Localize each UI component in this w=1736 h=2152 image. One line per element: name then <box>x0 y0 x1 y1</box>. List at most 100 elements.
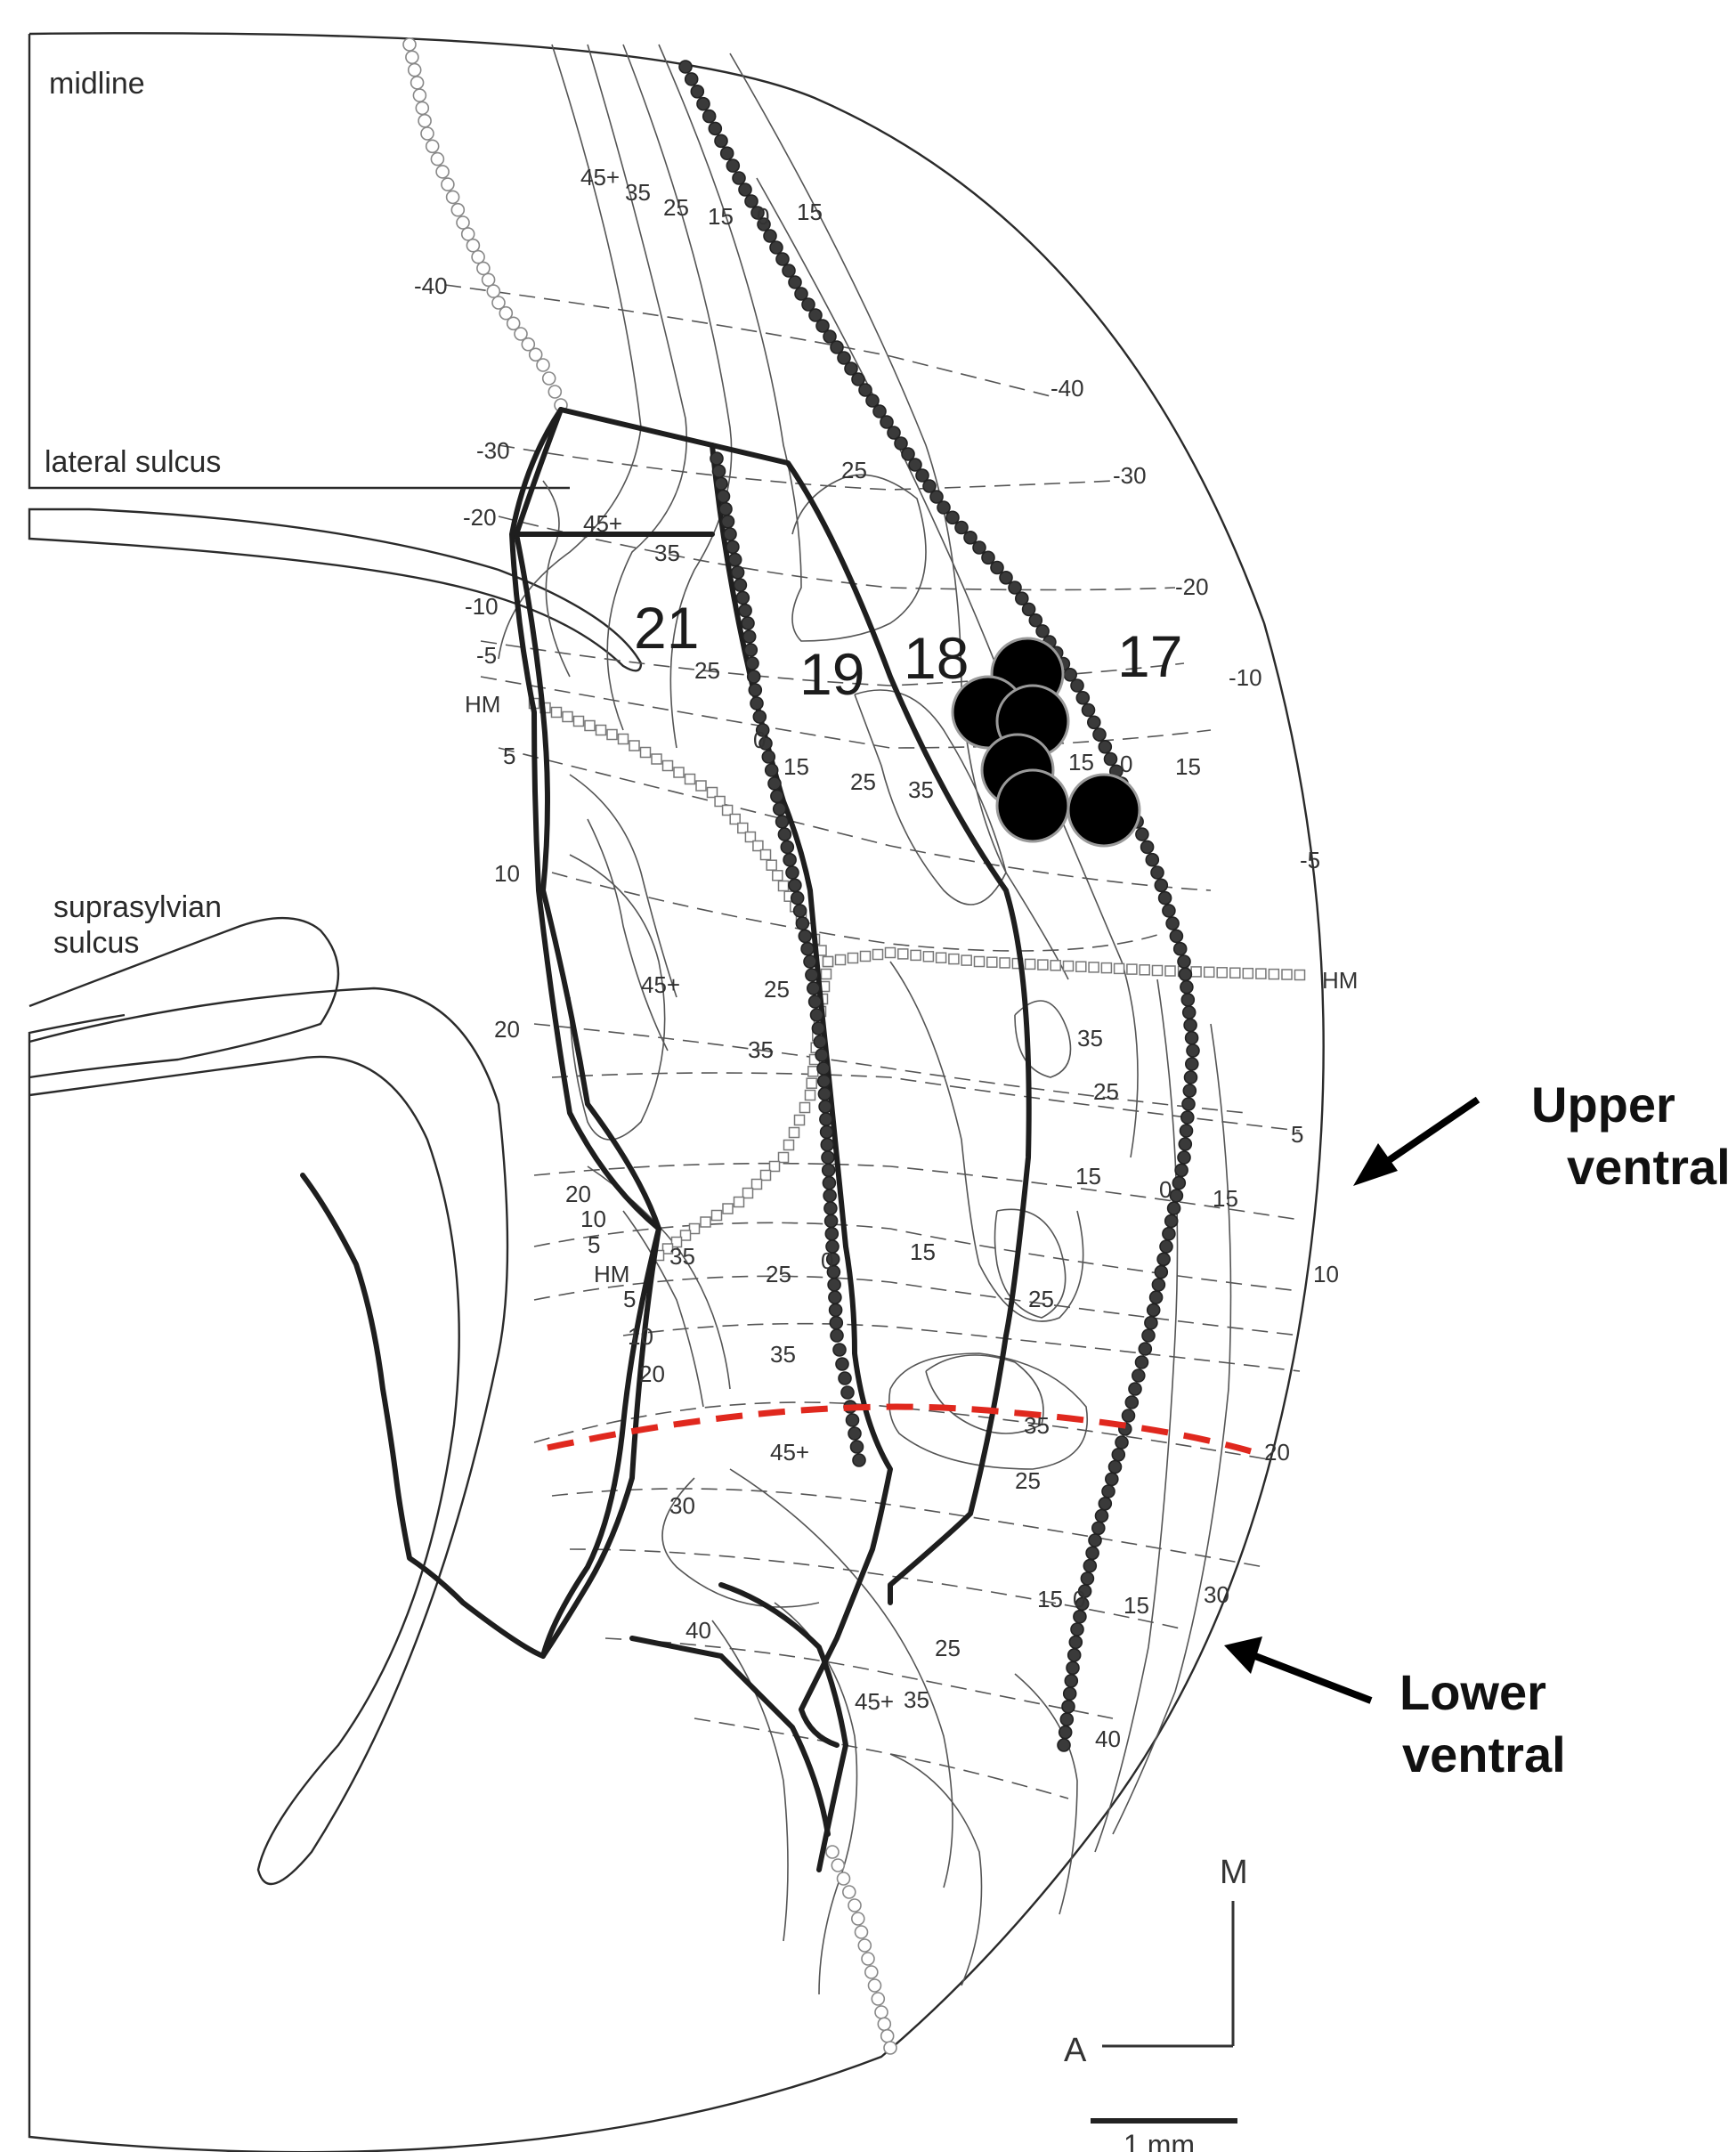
filled-dot <box>714 134 728 149</box>
filled-dot <box>696 96 710 111</box>
meridian-square <box>706 786 718 799</box>
azi-label: 15 <box>1124 1592 1149 1619</box>
meridian-square <box>661 1243 674 1255</box>
open-dot <box>481 272 496 288</box>
meridian-square <box>1100 962 1113 974</box>
azi-label: 0 <box>1073 1586 1085 1612</box>
filled-dot <box>782 264 796 278</box>
open-dot <box>402 37 417 52</box>
open-dot <box>415 101 430 116</box>
meridian-square <box>733 1196 745 1208</box>
filled-dot <box>915 468 929 483</box>
elev-label: 5 <box>588 1231 600 1258</box>
meridian-square <box>629 740 640 751</box>
meridian-square <box>1050 960 1061 971</box>
filled-dot <box>929 490 944 504</box>
filled-dot <box>816 1074 831 1089</box>
filled-dot <box>1135 827 1149 841</box>
open-dot <box>541 371 556 386</box>
open-dot <box>514 327 528 341</box>
elev-label: 10 <box>628 1323 653 1350</box>
filled-dot <box>755 723 770 737</box>
open-dot <box>499 305 514 321</box>
filled-dot <box>1132 1368 1146 1383</box>
filled-dot <box>1063 667 1077 682</box>
filled-dot <box>1087 715 1101 730</box>
filled-dot <box>963 530 978 545</box>
filled-dot <box>1183 1070 1198 1084</box>
elev-label: 5 <box>1291 1121 1303 1148</box>
meridian-square <box>872 948 884 961</box>
azi-label: 45+ <box>855 1688 894 1715</box>
filled-dot <box>972 540 986 555</box>
meridian-square <box>961 954 972 966</box>
elev-label: -5 <box>1300 847 1320 873</box>
elev-label: -40 <box>414 272 448 299</box>
filled-dot <box>746 670 761 684</box>
open-dot <box>861 1952 875 1966</box>
open-dot-boundary-lower <box>825 1845 897 2055</box>
elev-label: 10 <box>580 1206 606 1232</box>
open-dot <box>864 1965 879 1979</box>
meridian-square <box>948 953 960 965</box>
filled-dot <box>1164 1214 1179 1229</box>
elev-label: 20 <box>639 1360 665 1387</box>
filled-dot <box>690 85 705 99</box>
filled-dot <box>824 1226 840 1241</box>
elev-label: -30 <box>1113 462 1147 489</box>
meridian-square <box>788 1126 800 1139</box>
filled-dot <box>823 329 837 344</box>
hm-label: HM <box>465 691 500 718</box>
meridian-square <box>1151 964 1164 977</box>
filled-dot <box>809 1008 824 1022</box>
filled-dot <box>742 629 757 644</box>
filled-dot <box>848 1426 862 1441</box>
filled-dot-boundary-17-18 <box>678 60 1200 1752</box>
azi-label: 25 <box>935 1635 961 1661</box>
azi-label: 15 <box>1075 1163 1101 1190</box>
iso-label: 15 <box>797 199 823 225</box>
meridian-square <box>1126 963 1138 975</box>
area-21-label: 21 <box>634 595 699 661</box>
azi-label: 0 <box>1159 1176 1172 1203</box>
filled-dot <box>1182 1084 1197 1098</box>
filled-dot <box>702 109 717 124</box>
filled-dot <box>852 1453 866 1467</box>
meridian-square <box>714 795 726 808</box>
filled-dot <box>1064 1674 1079 1688</box>
filled-dot <box>1075 690 1091 705</box>
meridian-square <box>1164 965 1176 977</box>
meridian-square <box>1088 962 1099 973</box>
filled-dot <box>1085 1546 1099 1561</box>
azi-label: 25 <box>1093 1078 1119 1105</box>
filled-dot <box>798 929 813 944</box>
meridian-square <box>617 733 629 745</box>
suprasylvian-label-1: suprasylvian <box>53 890 222 924</box>
filled-dot <box>775 252 790 266</box>
filled-dot <box>1091 1521 1106 1536</box>
filled-dot <box>1140 840 1155 855</box>
open-dot <box>877 2017 892 2032</box>
filled-dot <box>837 351 851 365</box>
filled-dot <box>1111 1448 1126 1462</box>
azi-label: 35 <box>1077 1025 1103 1052</box>
meridian-square <box>1113 962 1125 975</box>
open-dot <box>836 1872 851 1886</box>
filled-dot <box>1177 1150 1191 1165</box>
meridian-square <box>729 813 741 825</box>
filled-dot <box>1141 1328 1156 1343</box>
filled-dot <box>1157 890 1172 905</box>
filled-dot <box>817 1086 832 1101</box>
filled-dot <box>1103 751 1118 767</box>
filled-dot <box>785 865 799 880</box>
inner-lobe-outline <box>28 987 509 1886</box>
filled-dot <box>840 1385 855 1400</box>
meridian-square <box>759 1169 772 1182</box>
filled-dot <box>1098 739 1113 754</box>
filled-dot <box>823 1189 837 1203</box>
filled-dot <box>788 275 802 289</box>
filled-dot <box>1180 993 1196 1007</box>
filled-dot <box>716 489 731 504</box>
filled-dot <box>822 1175 837 1190</box>
filled-dot <box>1172 941 1188 956</box>
